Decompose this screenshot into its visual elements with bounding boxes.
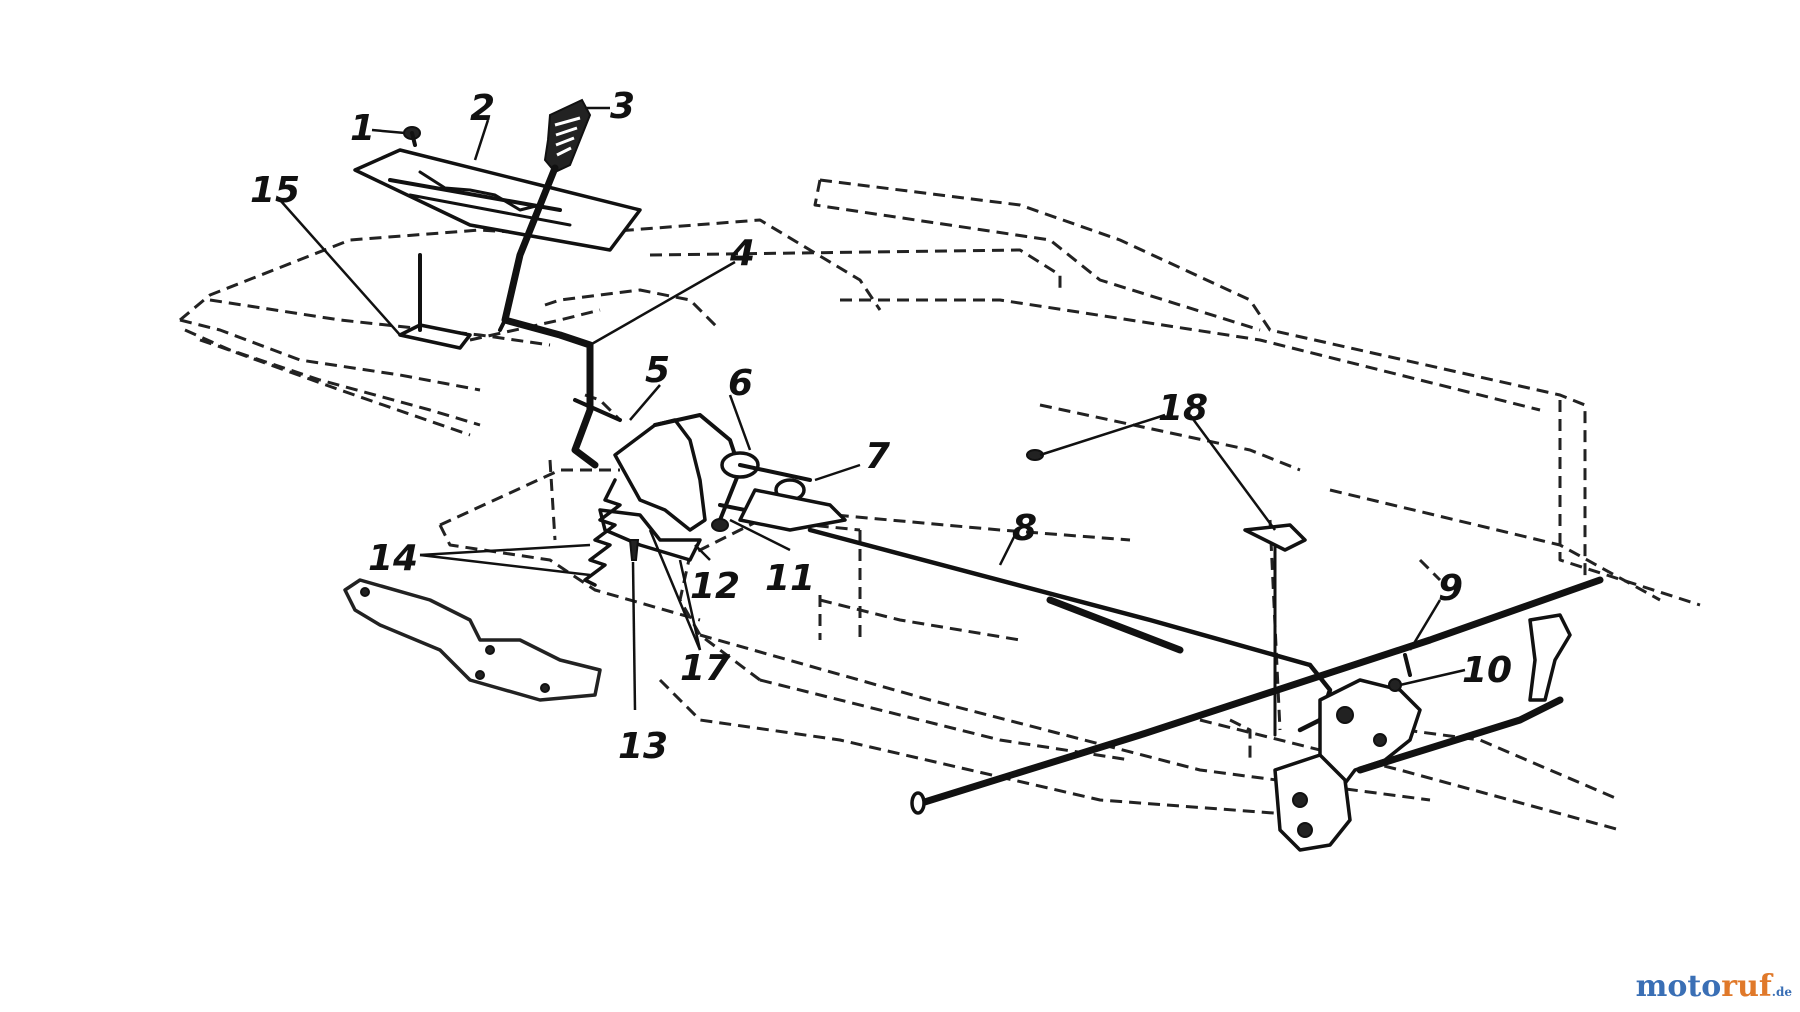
part-18-bracket — [1026, 449, 1307, 737]
callout-5: 5 — [645, 350, 670, 391]
lower-bracket — [343, 578, 602, 702]
callout-14: 14 — [368, 538, 418, 579]
part-14-spring — [583, 478, 622, 587]
part-3-knob — [543, 98, 592, 174]
callout-labels: 1 2 3 4 5 6 7 8 9 10 11 12 13 14 15 17 1… — [250, 86, 1512, 767]
right-lever-plate — [1273, 613, 1572, 852]
callout-6: 6 — [728, 363, 753, 404]
callout-17: 17 — [680, 648, 730, 689]
leader-lines — [279, 106, 1466, 711]
callout-3: 3 — [610, 86, 635, 127]
part-13-pin — [628, 539, 640, 561]
part-2-shift-plate — [353, 148, 642, 252]
part-4-shift-lever — [498, 164, 599, 469]
part-9-10-hardware — [1388, 653, 1412, 692]
callout-7: 7 — [865, 436, 890, 477]
callout-10: 10 — [1462, 650, 1512, 691]
linkage-assembly — [573, 398, 847, 562]
part-15-bracket — [398, 253, 472, 350]
callout-15: 15 — [250, 170, 300, 211]
callout-1: 1 — [350, 108, 375, 149]
motoruf-watermark-logo: motoruf.de — [1635, 969, 1792, 1004]
callout-8: 8 — [1012, 508, 1037, 549]
callout-2: 2 — [470, 88, 495, 129]
callout-12: 12 — [690, 566, 740, 607]
callout-4: 4 — [729, 233, 755, 274]
callout-9: 9 — [1438, 568, 1463, 609]
chassis-outline — [179, 178, 1701, 832]
callout-18: 18 — [1158, 388, 1208, 429]
callout-13: 13 — [618, 726, 668, 767]
cross-shaft — [910, 576, 1604, 815]
callout-11: 11 — [765, 558, 815, 599]
part-1-screw — [403, 126, 421, 147]
